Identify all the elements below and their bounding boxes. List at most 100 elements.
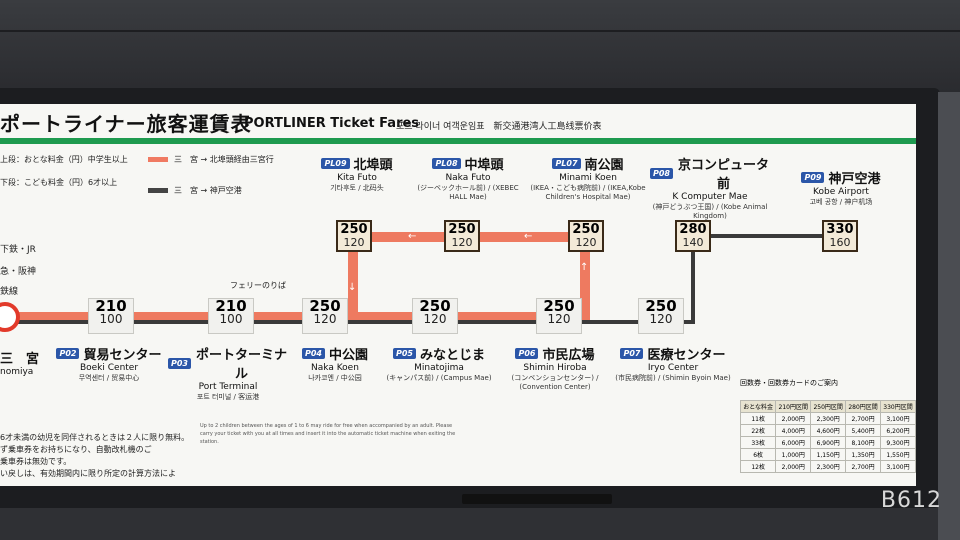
- legend-red: 三 宮 → 北埠頭経由三宮行: [174, 155, 274, 164]
- fare-adult: 210: [215, 297, 247, 315]
- legend-child: 下段：こども料金（円）6才以上: [0, 178, 118, 187]
- station-code: P04: [301, 348, 325, 359]
- fare-adult: 280: [679, 222, 707, 237]
- station-en: Shimin Hiroba: [523, 363, 587, 373]
- ferry-label: フェリーのりば: [230, 281, 286, 290]
- title-ko: 포트 라이너 여객운임표 新交通港湾人工島线票价表: [396, 122, 602, 132]
- fare-adult: 250: [572, 222, 600, 237]
- station-code: PL09: [321, 158, 350, 169]
- transfer-label-3: 鉄線: [0, 287, 19, 297]
- cell: 6,900円: [810, 436, 847, 449]
- fare-child: 120: [423, 312, 447, 326]
- fare-child: 120: [547, 312, 571, 326]
- fare-child: 120: [313, 312, 337, 326]
- cell: 2,700円: [845, 412, 882, 425]
- coupon-header: おとな料金: [739, 400, 777, 413]
- station-name: 中埠頭: [464, 158, 504, 173]
- cell: 3,100円: [880, 460, 916, 473]
- ceiling: [0, 0, 960, 92]
- station-name: 北埠頭: [353, 158, 393, 173]
- fare-adult: 250: [448, 222, 476, 237]
- coupon-header: 330円区間: [880, 400, 916, 413]
- station-name: 貿易センター: [83, 348, 162, 363]
- right-frame: [938, 92, 960, 540]
- station-code: P05: [392, 348, 416, 359]
- coupon-header: 210円区間: [775, 400, 812, 413]
- station-name: 南公園: [584, 158, 624, 173]
- station-sub: (ジーベックホール前) / (XEBEC HALL Mae): [417, 184, 519, 201]
- cell: 8,100円: [845, 436, 882, 449]
- legend-black: 三 宮 → 神戸空港: [174, 186, 242, 195]
- fare-adult: 250: [543, 297, 575, 315]
- cell: 1,000円: [775, 448, 812, 461]
- cell: 22枚: [739, 424, 777, 437]
- fare-adult: 250: [309, 297, 341, 315]
- fare-board: ポートライナー旅客運賃表 PORTLINER Ticket Fares 포트 라…: [0, 104, 916, 486]
- station-name: 中公園: [328, 348, 368, 363]
- fare-child: 100: [219, 312, 243, 326]
- cell: 2,300円: [810, 460, 847, 473]
- cell: 1,150円: [810, 448, 847, 461]
- station-name: 神戸空港: [828, 172, 881, 187]
- station-name: 三 宮: [0, 352, 40, 367]
- fare-child: 140: [682, 236, 704, 249]
- title-en: PORTLINER Ticket Fares: [244, 116, 420, 131]
- station-code: P06: [515, 348, 539, 359]
- cell: 33枚: [739, 436, 777, 449]
- station-sub: 고베 공항 / 神户机场: [809, 198, 873, 206]
- cell: 9,300円: [880, 436, 916, 449]
- fare-adult: 330: [826, 222, 854, 237]
- cell: 2,300円: [810, 412, 847, 425]
- cell: 2,700円: [845, 460, 882, 473]
- cell: 12枚: [739, 460, 777, 473]
- station-name: みなとじま: [419, 348, 485, 363]
- station-en: K Computer Mae: [672, 192, 748, 202]
- transfer-label-1: 下鉄・JR: [0, 245, 36, 255]
- station-code: P03: [168, 357, 191, 369]
- coupon-title: 回数券・回数券カードのご案内: [740, 379, 838, 387]
- fare-child: 100: [99, 312, 123, 326]
- fare-adult: 250: [419, 297, 451, 315]
- cell: 1,350円: [845, 448, 882, 461]
- cell: 5,400円: [845, 424, 882, 437]
- arrow-up-icon: ↑: [580, 262, 589, 273]
- legend-red-line: [148, 157, 168, 162]
- fare-child: 120: [649, 312, 673, 326]
- station-name: 京コンピュータ前: [677, 158, 769, 192]
- cell: 6枚: [739, 448, 777, 461]
- cell: 11枚: [739, 412, 777, 425]
- note-line: い戻しは、有効期間内に限り所定の計算方法によ: [0, 469, 176, 478]
- station-name: 市民広場: [542, 348, 595, 363]
- notes-jp: 6才未満の幼児を同伴されるときは２人に限り無料。 ず乗車券をお持ちになり、自動改…: [0, 432, 190, 480]
- station-code: P07: [620, 348, 644, 359]
- arrow-left-icon: ←: [408, 231, 417, 242]
- red-line-bottom: [348, 312, 590, 322]
- cell: 4,600円: [810, 424, 847, 437]
- fare-adult: 210: [95, 297, 127, 315]
- cell: 2,000円: [775, 412, 812, 425]
- station-sub: 나카코엔 / 中公园: [308, 374, 362, 382]
- station-sub: (コンベンションセンター) / (Convention Center): [511, 374, 599, 391]
- station-en: nomiya: [0, 367, 34, 377]
- red-line-vertical-right: [580, 232, 590, 322]
- station-sannomiya: 三 宮 nomiya: [0, 348, 50, 377]
- ceiling-seam: [0, 30, 960, 32]
- station-en: Naka Koen: [311, 363, 359, 373]
- red-line-main: [0, 312, 348, 322]
- arrow-down-icon: ↓: [348, 282, 357, 293]
- station-name: ポートターミナル: [195, 348, 287, 382]
